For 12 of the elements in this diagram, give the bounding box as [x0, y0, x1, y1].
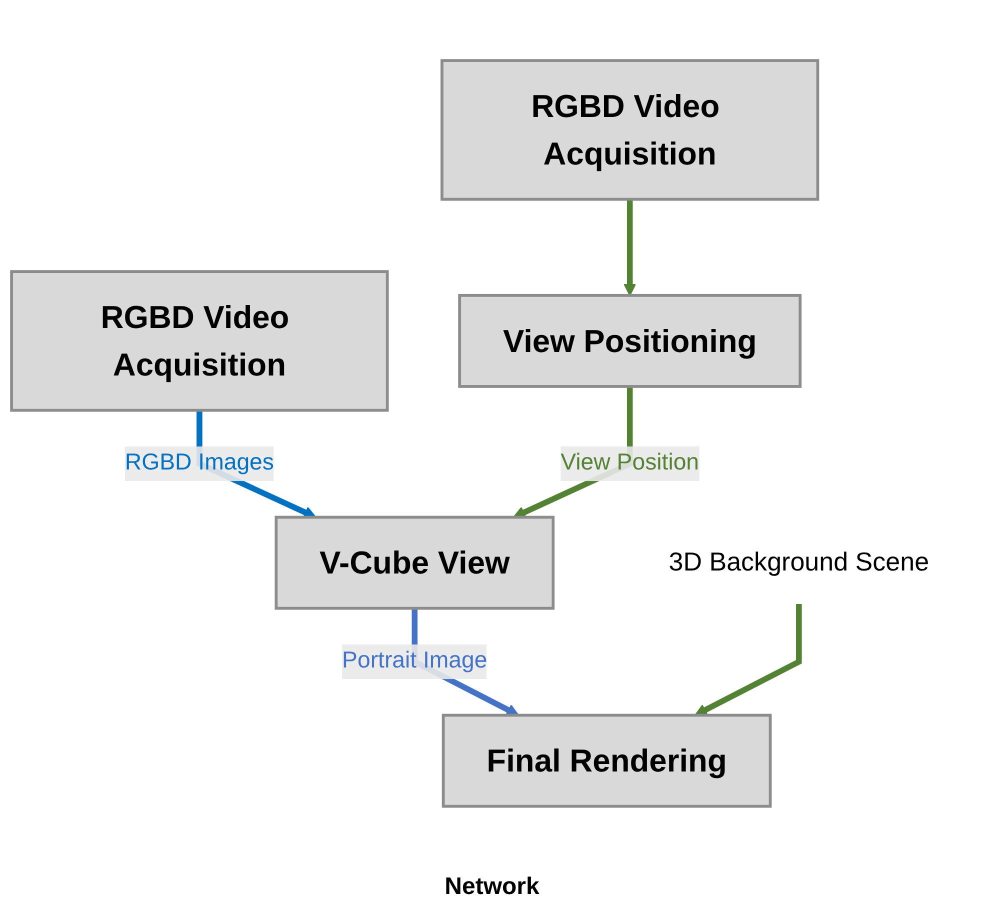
node-box: View Positioning [458, 294, 802, 388]
node-text: 3D Background Scene [668, 548, 930, 577]
node-box: Final Rendering [442, 714, 772, 808]
edge-label: View Position [560, 450, 700, 476]
node-box: V-Cube View [274, 516, 555, 610]
arrow [624, 199, 636, 296]
arrow [694, 604, 802, 716]
edge-label: RGBD Images [124, 450, 274, 476]
node-box: RGBD Video Acquisition [10, 270, 389, 412]
edge-label: Portrait Image [342, 648, 488, 674]
node-box: RGBD Video Acquisition [440, 59, 820, 201]
network-label: Network [444, 872, 540, 902]
